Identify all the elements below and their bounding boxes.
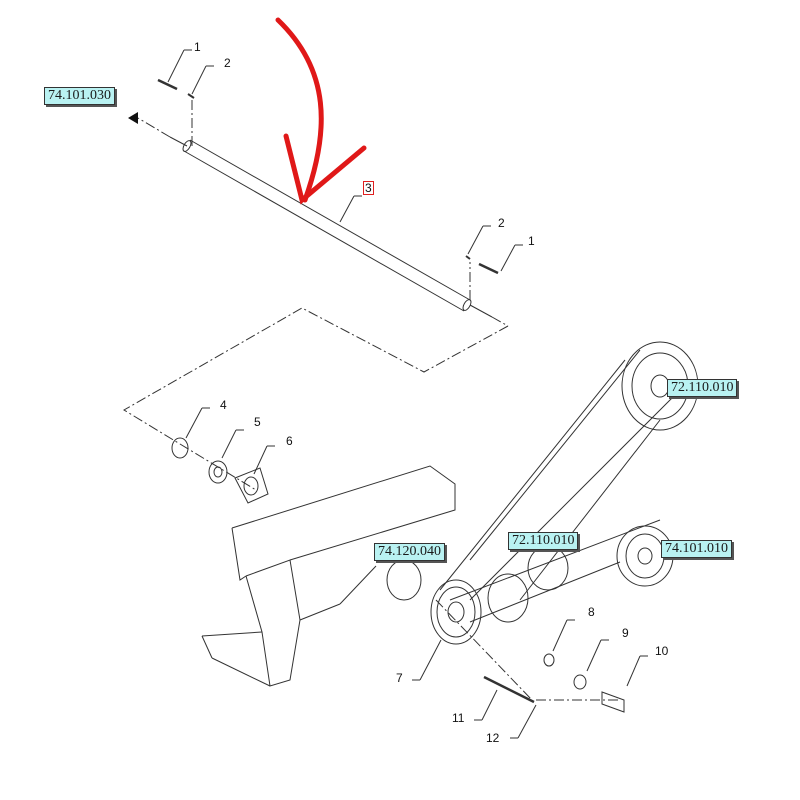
bearing [208,460,228,484]
pulley-main [430,579,482,645]
ref-tag[interactable]: 72.110.010 [508,532,579,550]
ref-tag[interactable]: 74.101.010 [661,540,732,558]
shaft [169,136,493,318]
ref-tag[interactable]: 72.110.010 [667,379,738,397]
annotation-arrow [275,17,367,205]
frame [201,465,456,687]
item-number: 11 [452,711,465,725]
belt [439,359,691,601]
item-number: 12 [486,731,500,745]
item-number: 8 [588,605,595,619]
item-number-highlighted: 3 [363,181,374,195]
item-number: 2 [224,56,231,70]
item-number: 1 [194,40,201,54]
item-number: 9 [622,626,629,640]
circlip [171,437,189,459]
item-number: 10 [655,644,669,658]
item-number: 2 [498,216,505,230]
flange [234,467,269,504]
arrow-head [128,112,138,124]
ref-tag[interactable]: 74.101.030 [44,87,115,105]
item-number: 5 [254,415,261,429]
ref-tag[interactable]: 74.120.040 [374,543,445,561]
item-number: 7 [396,671,403,685]
item-number: 1 [528,234,535,248]
item-number: 6 [286,434,293,448]
item-number: 4 [220,398,227,412]
